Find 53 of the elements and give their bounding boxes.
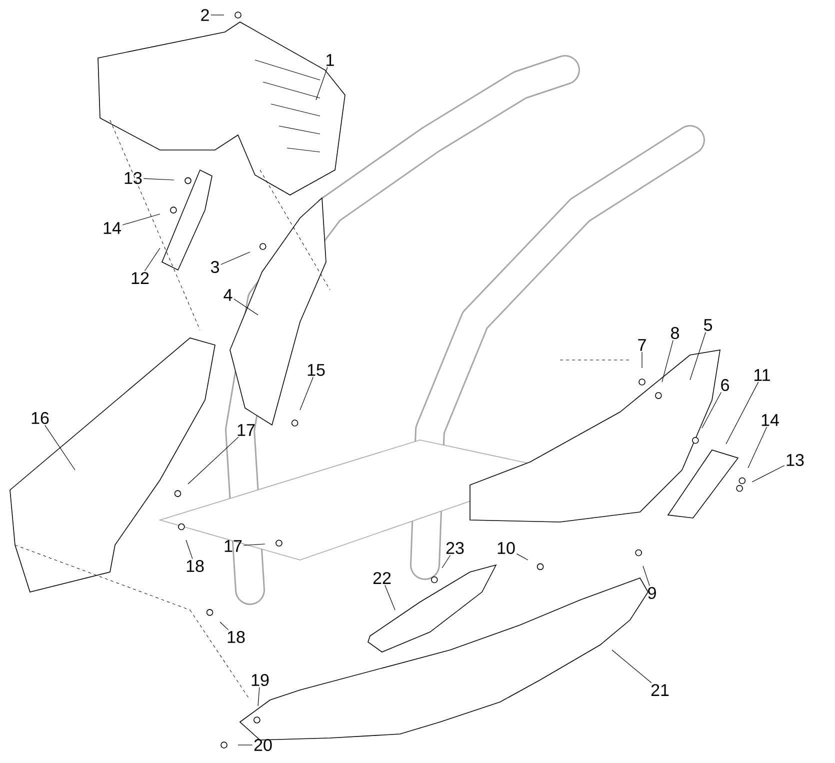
callout-number: 21 xyxy=(651,684,669,696)
leader-line xyxy=(662,340,674,382)
callout-number: 7 xyxy=(638,339,646,351)
leader-line xyxy=(690,332,706,380)
leader-line xyxy=(143,178,174,180)
callout-number: 13 xyxy=(786,454,804,466)
leader-line xyxy=(44,424,76,470)
leader-line xyxy=(748,426,768,468)
leader-line xyxy=(188,436,239,484)
callout-number: 15 xyxy=(308,364,325,376)
leader-line xyxy=(122,214,160,226)
callout-number: 3 xyxy=(210,260,219,274)
leader-line xyxy=(642,566,650,586)
leader-line xyxy=(516,554,528,560)
callout-number: 8 xyxy=(671,326,679,340)
leader-line xyxy=(238,744,253,746)
callout-number: 14 xyxy=(762,414,779,426)
callout-number: 6 xyxy=(721,378,729,392)
callout-number: 13 xyxy=(124,172,142,184)
callout-number: 18 xyxy=(186,560,204,572)
callout-number: 18 xyxy=(228,631,245,644)
callout-number: 10 xyxy=(498,542,515,554)
leader-line xyxy=(220,252,250,265)
leader-line xyxy=(442,554,451,568)
leader-line xyxy=(752,465,785,482)
callout-number: 1 xyxy=(326,54,334,66)
leader-line xyxy=(384,584,396,610)
leader-line xyxy=(144,248,160,272)
callout-number: 5 xyxy=(704,319,712,331)
callout-number: 14 xyxy=(104,222,121,234)
callout-number: 4 xyxy=(224,289,232,301)
leader-line xyxy=(316,66,328,100)
leader-line xyxy=(726,382,759,444)
callout-number: 12 xyxy=(132,272,149,284)
callout-number: 17 xyxy=(224,540,242,552)
callout-number: 17 xyxy=(238,424,255,436)
callout-number: 20 xyxy=(254,739,272,752)
callout-number: 2 xyxy=(201,9,209,21)
leader-line xyxy=(258,686,260,706)
callout-number: 16 xyxy=(32,412,49,424)
leader-line xyxy=(210,14,224,16)
leader-line xyxy=(186,540,193,560)
callout-number: 11 xyxy=(754,369,770,381)
leader-line xyxy=(220,622,229,630)
callout-number: 19 xyxy=(252,674,269,686)
leader-line xyxy=(702,392,722,428)
leader-line xyxy=(243,544,266,546)
callout-number: 23 xyxy=(446,542,464,554)
leader-line xyxy=(612,650,652,684)
leader-line xyxy=(234,298,258,316)
callout-number: 9 xyxy=(648,586,656,600)
callout-number: 22 xyxy=(373,572,391,584)
leader-line xyxy=(300,376,314,410)
